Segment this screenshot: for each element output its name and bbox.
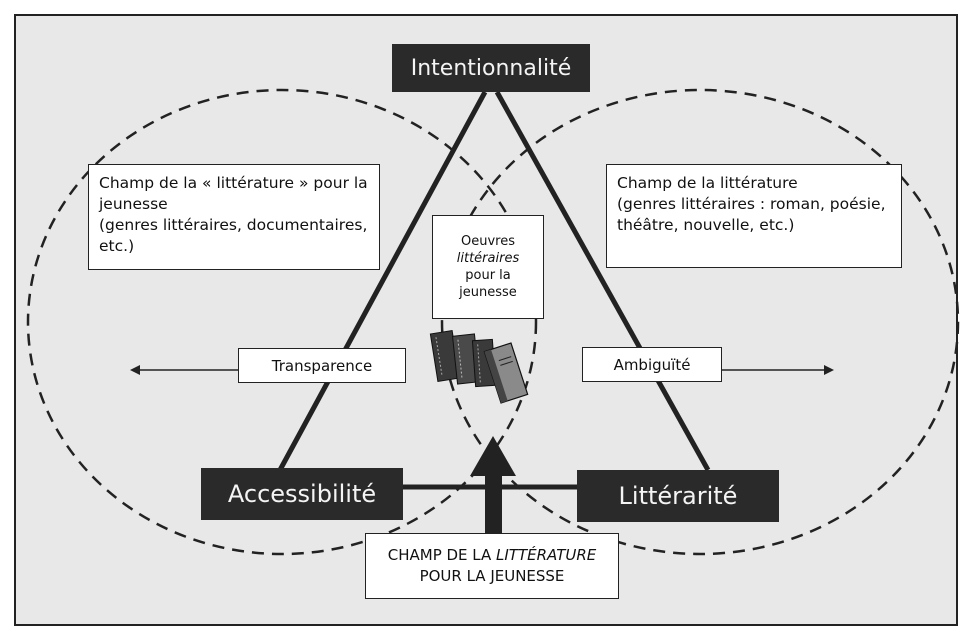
right-field-box: Champ de la littérature (genres littérai… (606, 164, 902, 268)
oeuvres-line-4: jeunesse (459, 285, 517, 300)
right-field-title: Champ de la littérature (617, 174, 798, 192)
intentionnalite-label: Intentionnalité (392, 44, 590, 92)
left-field-ellipse (26, 88, 538, 556)
oeuvres-line-1: Oeuvres (461, 234, 515, 249)
ambiguite-label: Ambiguïté (582, 347, 722, 382)
oeuvres-box: Oeuvres littéraires pour la jeunesse (432, 215, 544, 319)
oeuvres-line-3: pour la (465, 268, 511, 283)
left-field-detail: (genres littéraires, documentaires, etc.… (99, 216, 368, 255)
oeuvres-line-2: littéraires (456, 251, 520, 266)
litterarite-label: Littérarité (577, 470, 779, 522)
right-field-ellipse (440, 88, 960, 556)
champ-line-1-italic: LITTÉRATURE (496, 546, 597, 564)
right-field-detail: (genres littéraires : roman, poésie, thé… (617, 195, 886, 234)
champ-litterature-jeunesse-box: CHAMP DE LA LITTÉRATURE POUR LA JEUNESSE (365, 533, 619, 599)
central-arrow-head (470, 436, 516, 476)
books-icon (429, 330, 529, 404)
champ-line-1-prefix: CHAMP DE LA (387, 546, 497, 564)
transparence-label: Transparence (238, 348, 406, 383)
triangle-left-side (277, 90, 488, 472)
accessibilite-label: Accessibilité (201, 468, 403, 520)
left-field-box: Champ de la « littérature » pour la jeun… (88, 164, 380, 270)
triangle-right-side (494, 90, 711, 472)
left-field-title: Champ de la « littérature » pour la jeun… (99, 174, 368, 213)
champ-line-2: POUR LA JEUNESSE (419, 567, 565, 585)
central-arrow-shaft (485, 470, 502, 536)
champ-line-1: CHAMP DE LA LITTÉRATURE (388, 545, 597, 566)
